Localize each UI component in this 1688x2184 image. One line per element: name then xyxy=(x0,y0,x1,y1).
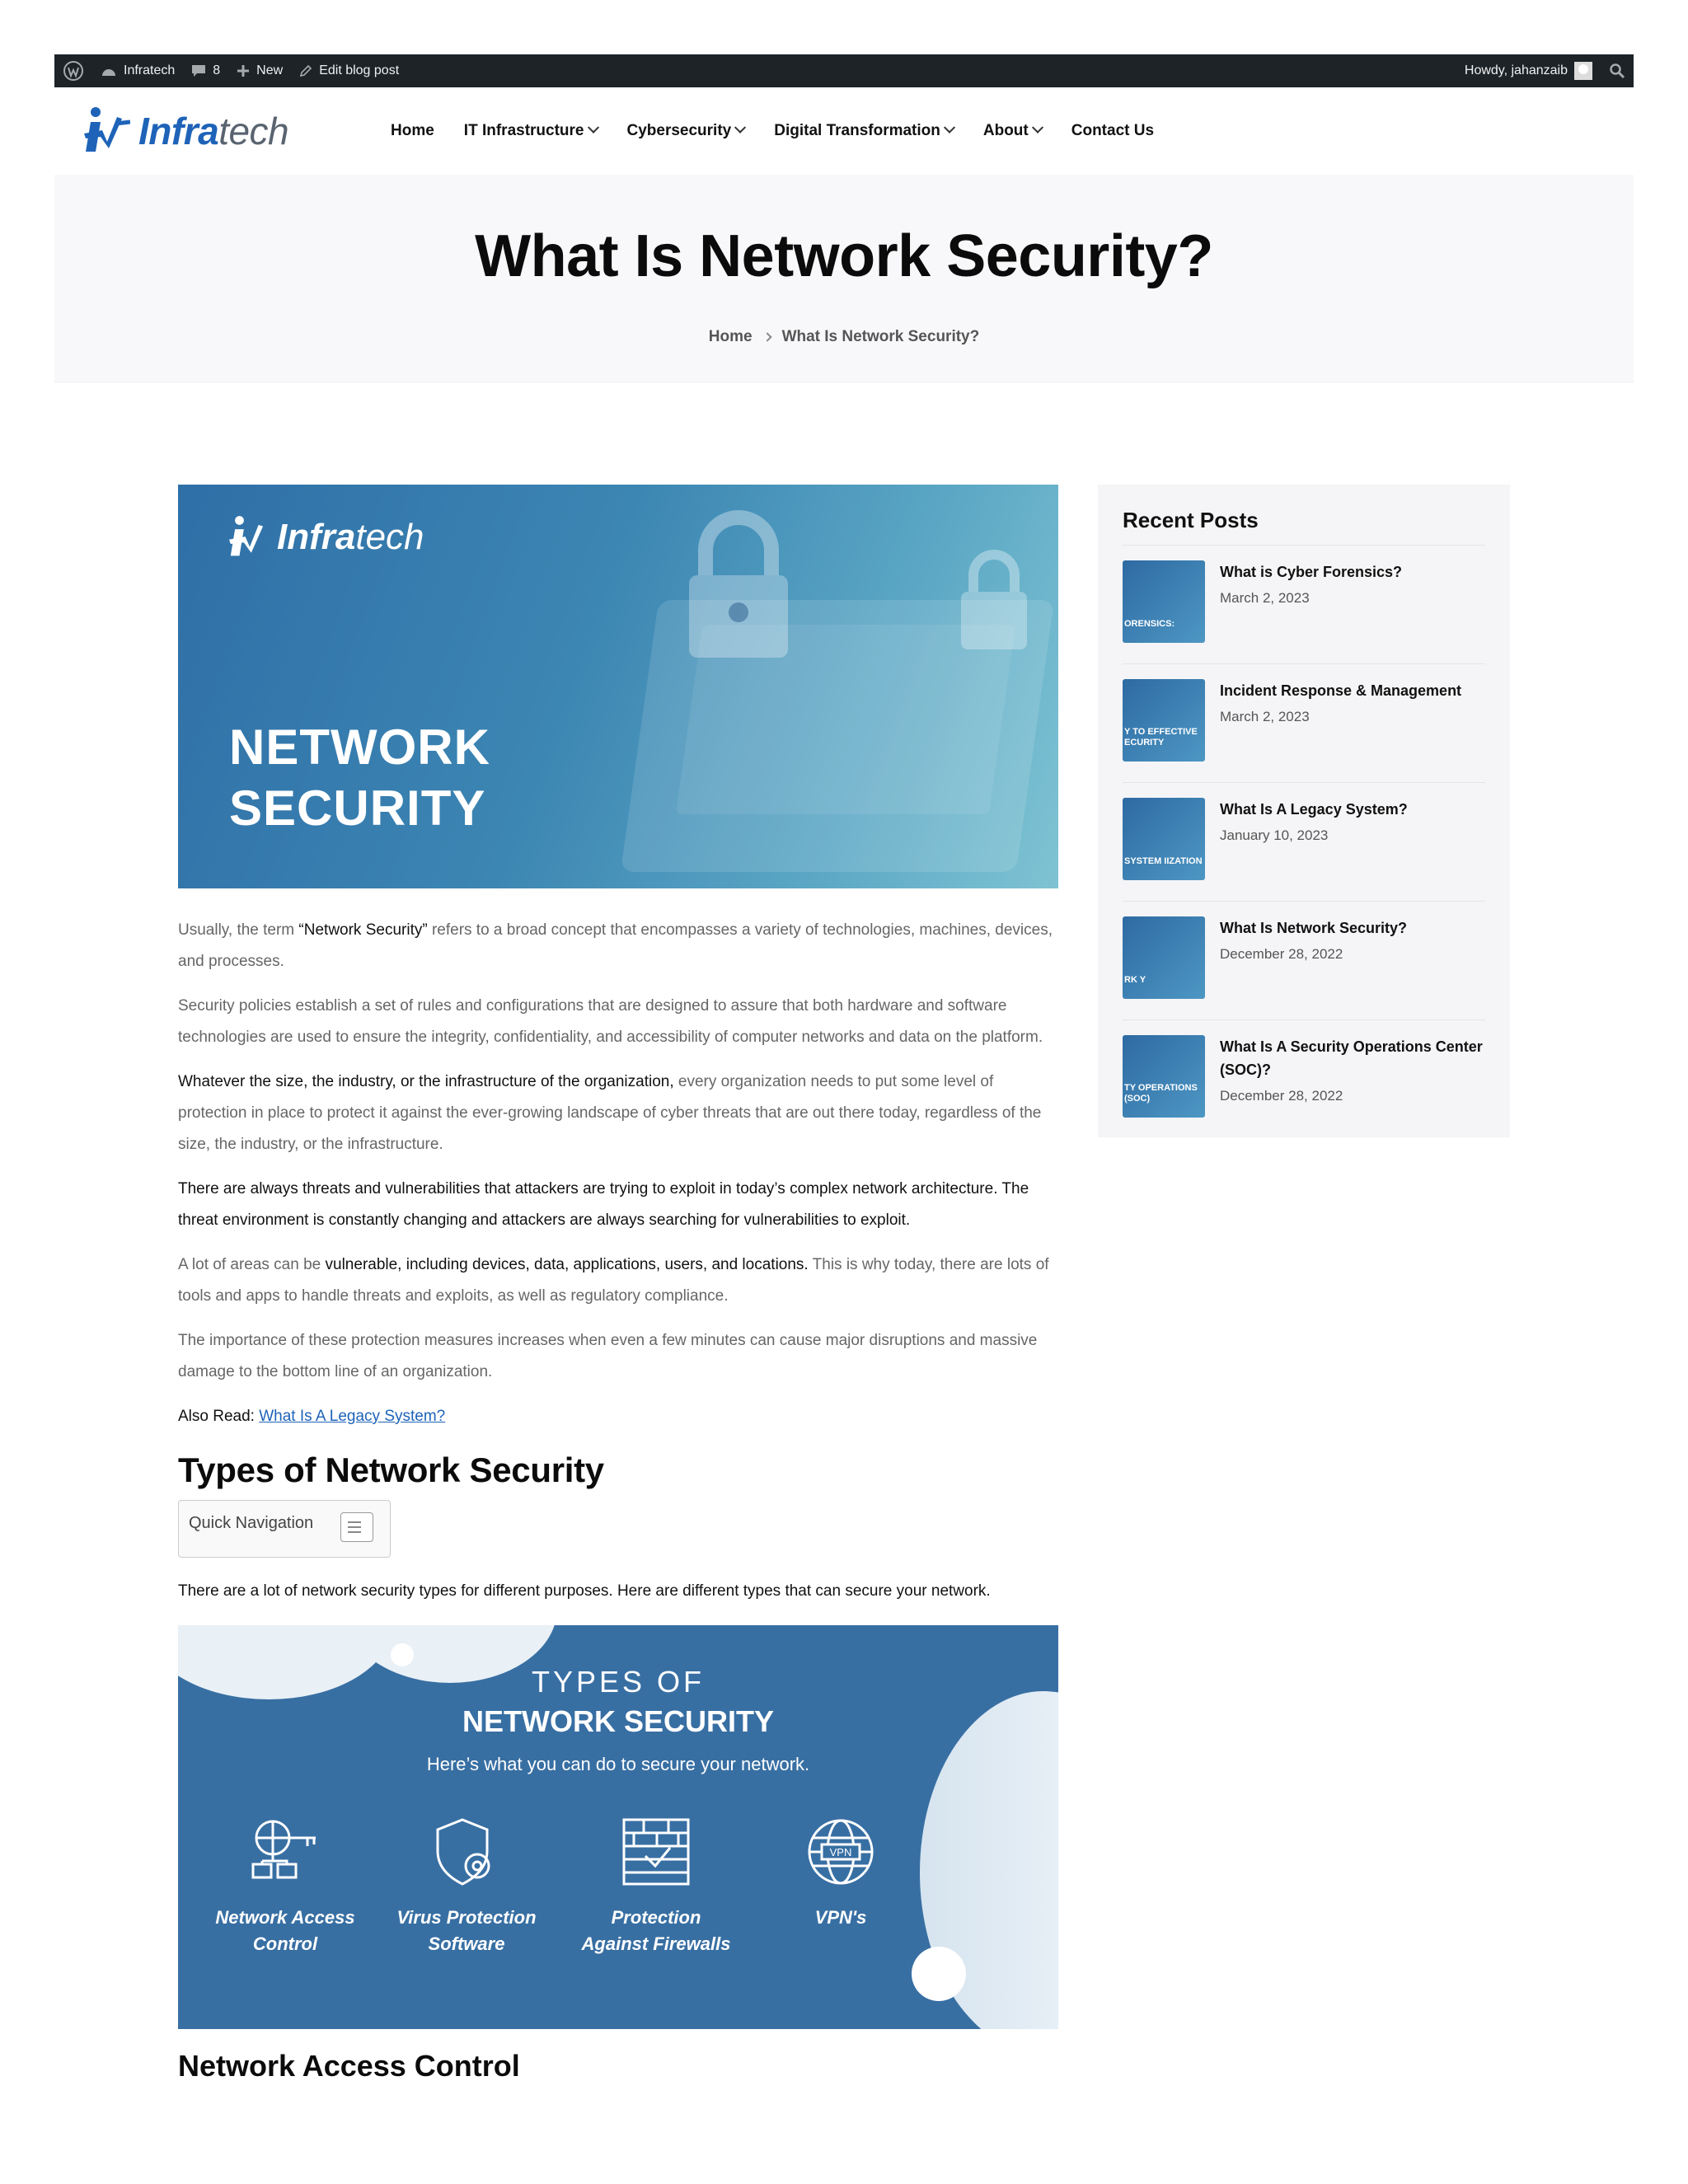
nav-contact-us[interactable]: Contact Us xyxy=(1071,122,1155,139)
section-heading: Types of Network Security xyxy=(178,1451,604,1489)
search-icon xyxy=(1610,63,1625,79)
network-key-icon xyxy=(251,1820,316,1879)
toc-toggle-button[interactable] xyxy=(340,1512,373,1542)
paragraph: There are always threats and vulnerabili… xyxy=(178,1180,1029,1229)
comment-icon xyxy=(192,65,206,77)
type-card: VPN VPN's xyxy=(758,1815,923,1931)
post-title-link[interactable]: What Is A Legacy System? xyxy=(1220,801,1408,818)
admin-search-button[interactable] xyxy=(1601,54,1634,87)
main-nav: Home IT Infrastructure Cybersecurity Dig… xyxy=(391,87,1184,175)
post-title-link[interactable]: What Is A Security Operations Center (SO… xyxy=(1220,1038,1483,1078)
paragraph: Whatever the size, the industry, or the … xyxy=(178,1073,1042,1153)
post-title-link[interactable]: What is Cyber Forensics? xyxy=(1220,564,1403,580)
page-title: What Is Network Security? xyxy=(475,223,1213,289)
quick-navigation-box: Quick Navigation xyxy=(178,1500,391,1558)
svg-text:VPN: VPN xyxy=(830,1846,852,1858)
nav-about[interactable]: About xyxy=(983,121,1043,140)
post-date: January 10, 2023 xyxy=(1220,827,1329,843)
chevron-down-icon xyxy=(1031,121,1043,134)
firewall-icon xyxy=(622,1818,690,1886)
post-thumbnail[interactable]: RK Y xyxy=(1123,916,1205,999)
site-logo[interactable]: Infratech xyxy=(84,105,289,157)
paragraph: Usually, the term “Network Security” ref… xyxy=(178,921,1053,970)
nav-digital-transformation[interactable]: Digital Transformation xyxy=(774,121,955,140)
avatar xyxy=(1574,62,1592,80)
pencil-icon xyxy=(300,64,312,77)
new-content-menu[interactable]: New xyxy=(228,54,291,87)
recent-post-item: ORENSICS: What is Cyber Forensics? March … xyxy=(1123,546,1485,664)
admin-bar: Infratech 8 New Edit blog post Howdy, ja… xyxy=(54,54,1634,87)
logo-wordmark: Infratech xyxy=(138,110,289,152)
also-read-link[interactable]: What Is A Legacy System? xyxy=(259,1408,446,1425)
edit-label: Edit blog post xyxy=(319,63,400,77)
infographic-subtitle: Here’s what you can do to secure your ne… xyxy=(426,1754,810,1774)
types-infographic: TYPES OF NETWORK SECURITY Here’s what yo… xyxy=(178,1625,1058,2029)
infratech-logo-icon xyxy=(229,516,264,556)
post-thumbnail[interactable]: SYSTEM IIZATION xyxy=(1123,798,1205,880)
vpn-globe-icon: VPN xyxy=(808,1819,874,1885)
breadcrumb-current: What Is Network Security? xyxy=(781,328,980,345)
post-date: March 2, 2023 xyxy=(1220,590,1310,606)
nav-home[interactable]: Home xyxy=(391,122,434,139)
howdy-text: Howdy, jahanzaib xyxy=(1464,63,1568,77)
page-header: What Is Network Security? Home What Is N… xyxy=(54,175,1634,382)
chevron-down-icon xyxy=(734,121,747,134)
edit-post-link[interactable]: Edit blog post xyxy=(291,54,407,87)
recent-post-item: RK Y What Is Network Security? December 2… xyxy=(1123,902,1485,1020)
dashboard-icon xyxy=(102,69,115,76)
site-name-menu[interactable]: Infratech xyxy=(92,54,183,87)
paragraph: There are a lot of network security type… xyxy=(178,1582,991,1600)
quick-navigation-label: Quick Navigation xyxy=(189,1514,314,1532)
post-title-link[interactable]: What Is Network Security? xyxy=(1220,920,1408,936)
infographic-title-2: NETWORK SECURITY xyxy=(462,1704,774,1738)
hero-logo-wordmark: Infratech xyxy=(277,517,424,557)
wordpress-logo-icon[interactable] xyxy=(54,54,92,87)
padlock-icon xyxy=(961,550,1027,649)
comments-menu[interactable]: 8 xyxy=(183,54,228,87)
breadcrumb: Home What Is Network Security? xyxy=(54,328,1634,346)
site-header: Infratech Home IT Infrastructure Cyberse… xyxy=(54,87,1634,175)
post-date: December 28, 2022 xyxy=(1220,946,1343,962)
recent-post-item: TY OPERATIONS (SOC) What Is A Security O… xyxy=(1123,1020,1485,1139)
sidebar-title: Recent Posts xyxy=(1123,508,1485,546)
post-date: December 28, 2022 xyxy=(1220,1088,1343,1104)
subsection-heading: Network Access Control xyxy=(178,2049,520,2083)
padlock-icon xyxy=(689,510,788,658)
chevron-down-icon xyxy=(943,121,955,134)
paragraph: A lot of areas can be vulnerable, includ… xyxy=(178,1256,1049,1305)
nav-it-infrastructure[interactable]: IT Infrastructure xyxy=(464,121,599,140)
post-thumbnail[interactable]: Y TO EFFECTIVE ECURITY xyxy=(1123,679,1205,762)
paragraph: The importance of these protection measu… xyxy=(178,1332,1038,1380)
post-date: March 2, 2023 xyxy=(1220,709,1310,724)
hero-logo: Infratech xyxy=(229,514,424,560)
also-read: Also Read: What Is A Legacy System? xyxy=(178,1408,446,1425)
shield-gear-icon xyxy=(436,1818,490,1886)
chevron-down-icon xyxy=(587,121,599,134)
post-thumbnail[interactable]: ORENSICS: xyxy=(1123,560,1205,643)
breadcrumb-home[interactable]: Home xyxy=(708,328,753,345)
chevron-right-icon xyxy=(762,332,772,342)
comments-count: 8 xyxy=(213,63,221,77)
site-name: Infratech xyxy=(124,63,176,77)
recent-post-item: SYSTEM IIZATION What Is A Legacy System?… xyxy=(1123,783,1485,902)
plus-icon xyxy=(237,65,250,77)
infographic-title-1: TYPES OF xyxy=(531,1665,706,1699)
new-label: New xyxy=(256,63,284,77)
post-title-link[interactable]: Incident Response & Management xyxy=(1220,682,1462,699)
account-menu[interactable]: Howdy, jahanzaib xyxy=(1456,54,1601,87)
paragraph: Security policies establish a set of rul… xyxy=(178,997,1043,1046)
post-thumbnail[interactable]: TY OPERATIONS (SOC) xyxy=(1123,1035,1205,1118)
infratech-logo-icon xyxy=(84,107,130,152)
nav-cybersecurity[interactable]: Cybersecurity xyxy=(627,121,747,140)
sidebar: Recent Posts ORENSICS: What is Cyber For… xyxy=(1098,485,1510,1137)
recent-post-item: Y TO EFFECTIVE ECURITY Incident Response… xyxy=(1123,664,1485,783)
